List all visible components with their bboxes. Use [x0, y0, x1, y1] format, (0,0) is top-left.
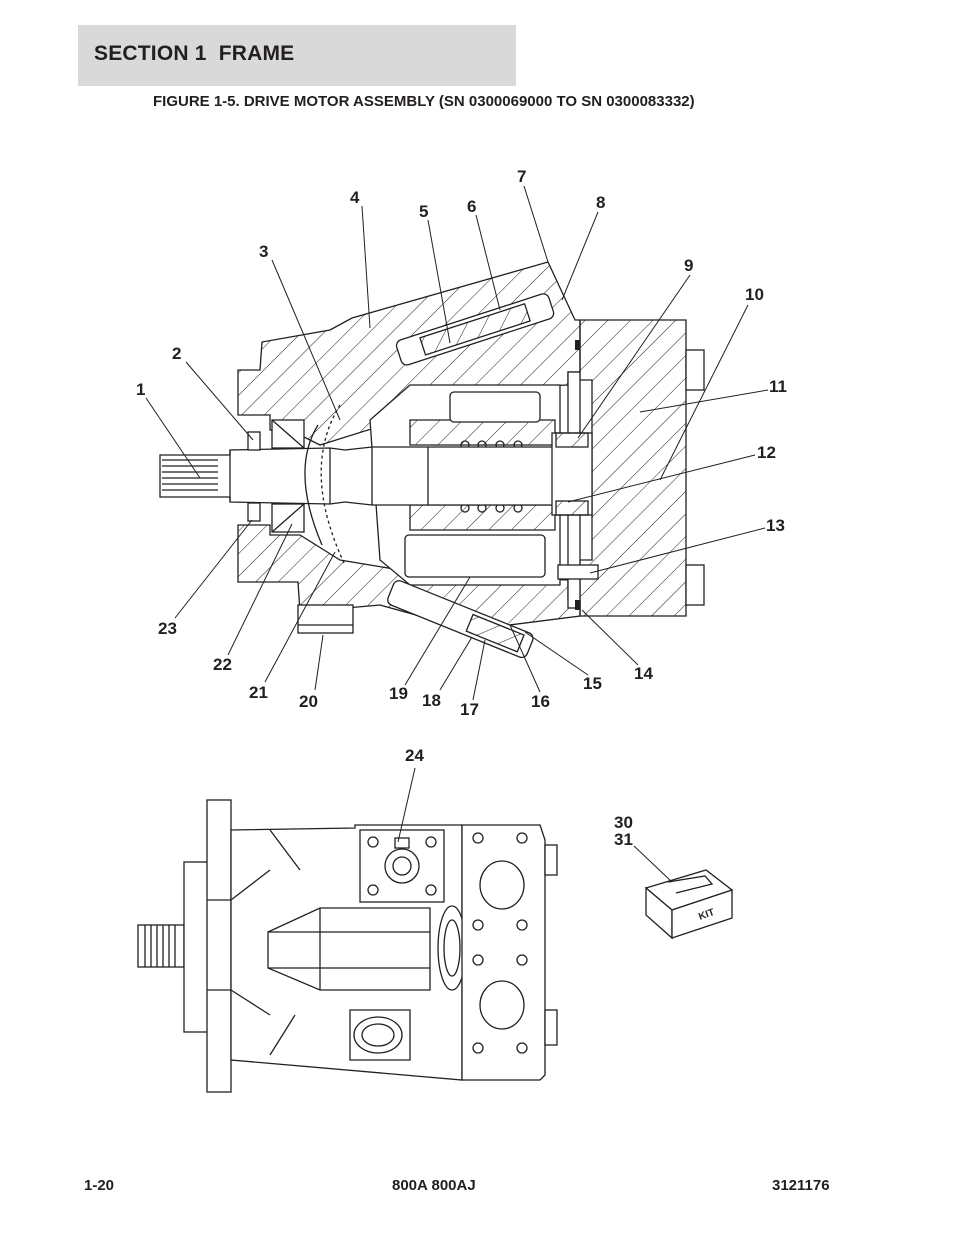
- drive-shaft: [159, 446, 556, 506]
- kit-label: KIT: [697, 907, 716, 923]
- exterior-view: [137, 799, 558, 1093]
- kit-box: KIT: [644, 869, 734, 940]
- callout-6: 6: [467, 197, 476, 216]
- callout-4: 4: [350, 188, 360, 207]
- callout-10: 10: [745, 285, 764, 304]
- callout-24: 24: [405, 746, 424, 765]
- piston-upper: [449, 391, 541, 423]
- callout-9: 9: [684, 256, 693, 275]
- callout-23: 23: [158, 619, 177, 638]
- callout-16: 16: [531, 692, 550, 711]
- exterior-end-cap: [461, 824, 546, 1081]
- leader-lines-sectional: [145, 185, 769, 701]
- callout-21: 21: [249, 683, 268, 702]
- document-number: 3121176: [772, 1177, 830, 1194]
- callout-7: 7: [517, 167, 526, 186]
- model-number: 800A 800AJ: [392, 1177, 476, 1194]
- callout-30: 30: [614, 813, 633, 832]
- shaft-spline: [162, 459, 218, 491]
- end-pin: [557, 564, 599, 580]
- section-title: SECTION 1 FRAME: [94, 42, 295, 65]
- sectional-view: [159, 261, 705, 659]
- exterior-control-cylinder: [267, 907, 431, 991]
- callout-15: 15: [583, 674, 602, 693]
- figure-title: FIGURE 1-5. DRIVE MOTOR ASSEMBLY (SN 030…: [153, 93, 695, 110]
- callout-1: 1: [136, 380, 145, 399]
- page-number: 1-20: [84, 1177, 115, 1194]
- callout-2: 2: [172, 344, 181, 363]
- callout-11: 11: [769, 377, 787, 396]
- callout-18: 18: [422, 691, 441, 710]
- exterior-flange: [206, 799, 232, 1093]
- callout-22: 22: [213, 655, 232, 674]
- exterior-shaft: [137, 924, 185, 968]
- callout-13: 13: [766, 516, 785, 535]
- callout-12: 12: [757, 443, 776, 462]
- piston-lower: [404, 534, 546, 578]
- callout-19: 19: [389, 684, 408, 703]
- callout-3: 3: [259, 242, 268, 261]
- callout-17: 17: [460, 700, 479, 719]
- callouts-sectional: 1 2 3 4 5 6 7 8 9 10 11 12 13 14 15 16 1…: [136, 167, 787, 719]
- callout-8: 8: [596, 193, 605, 212]
- callout-5: 5: [419, 202, 428, 221]
- callout-20: 20: [299, 692, 318, 711]
- bottom-port: [297, 604, 354, 634]
- callout-31: 31: [614, 830, 633, 849]
- shaft-seal-lower: [247, 502, 261, 522]
- shaft-seal-upper: [247, 431, 261, 451]
- callout-14: 14: [634, 664, 653, 683]
- exterior-pilot: [183, 861, 209, 1033]
- section-banner: SECTION 1 FRAME: [78, 25, 516, 86]
